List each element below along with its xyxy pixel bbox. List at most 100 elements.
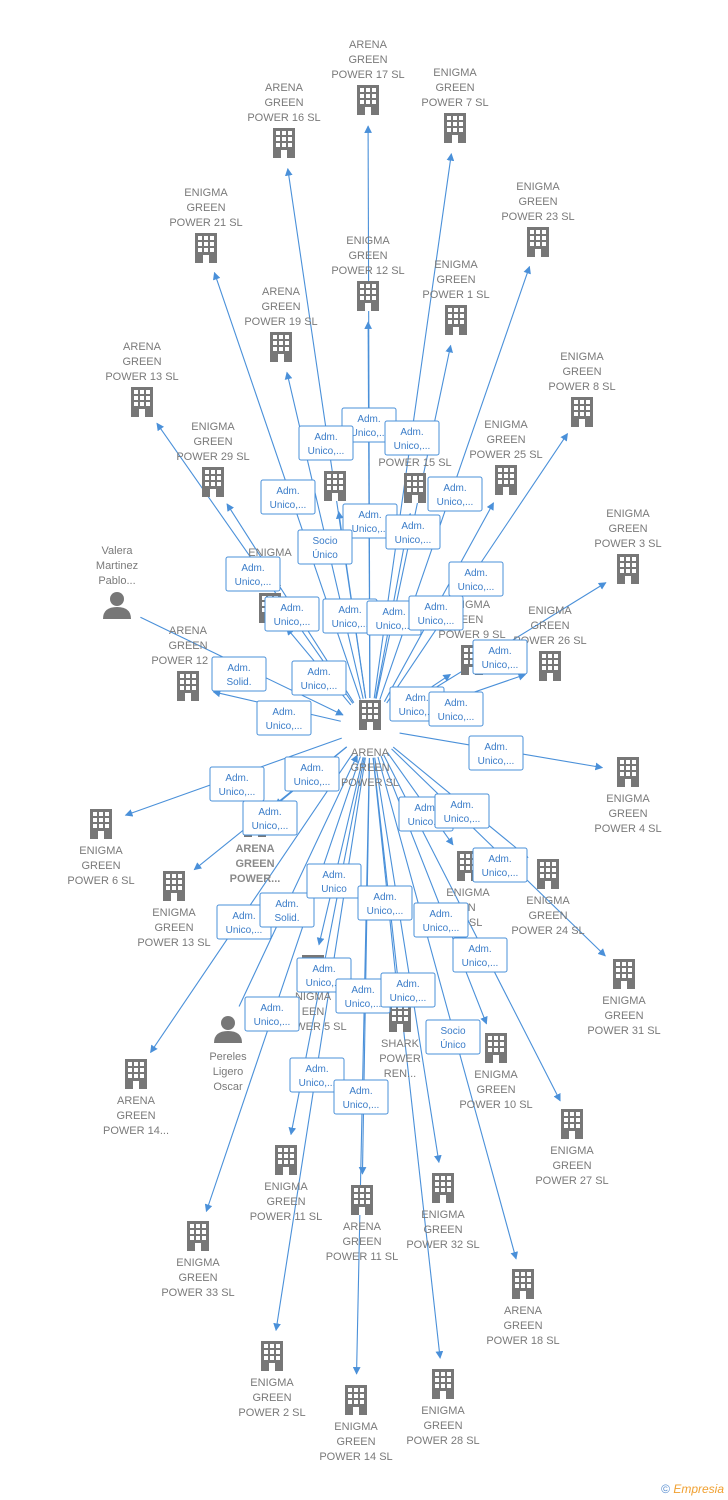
role-badge[interactable]: Adm.Unico,...	[380, 972, 436, 1008]
role-badge[interactable]: Adm.Unico,...	[333, 1079, 389, 1115]
role-badge[interactable]: Adm.Unico	[306, 863, 362, 899]
role-badge-box	[291, 660, 347, 696]
role-badge[interactable]: Adm.Unico,...	[298, 425, 354, 461]
node-label-line: POWER 23 SL	[501, 211, 574, 223]
role-badge-text: Unico,...	[332, 619, 369, 630]
role-badge-text: Adm.	[260, 1003, 283, 1014]
building-icon	[537, 859, 559, 889]
role-badge-text: Adm.	[258, 807, 281, 818]
node-p15[interactable]: POWER 15 SL	[378, 457, 452, 503]
role-badge[interactable]: Adm.Unico,...	[341, 407, 397, 443]
node-label-line: POWER 4 SL	[594, 823, 661, 835]
role-badge[interactable]: Adm.Unico,...	[225, 556, 281, 592]
node-label-line: GREEN	[193, 436, 232, 448]
role-badge[interactable]: Adm.Solid.	[259, 892, 315, 928]
role-badge[interactable]: Adm.Unico,...	[385, 514, 441, 550]
role-badge-box	[297, 529, 353, 565]
role-badge[interactable]: Adm.Unico,...	[256, 700, 312, 736]
node-label-line: POWER 16 SL	[247, 112, 320, 124]
role-badge-text: Adm.	[450, 800, 473, 811]
building-icon	[432, 1173, 454, 1203]
role-badge[interactable]: Adm.Unico,...	[291, 660, 347, 696]
role-badge-box	[264, 596, 320, 632]
role-badge[interactable]: Adm.Solid.	[211, 656, 267, 692]
node-label-line: GREEN	[154, 922, 193, 934]
role-badge[interactable]: Adm.Unico,...	[413, 902, 469, 938]
role-badge[interactable]: Adm.Unico,...	[260, 479, 316, 515]
node-shark[interactable]: SHARKPOWERREN...	[379, 1002, 421, 1080]
role-badge[interactable]: Adm.Unico,...	[322, 598, 378, 634]
building-icon	[617, 757, 639, 787]
building-icon	[177, 671, 199, 701]
role-badge[interactable]: Adm.Unico,...	[357, 885, 413, 921]
role-badge[interactable]: Adm.Unico,...	[384, 420, 440, 456]
role-badge[interactable]: Adm.Unico,...	[468, 735, 524, 771]
role-badge[interactable]: Adm.Unico,...	[428, 691, 484, 727]
role-badge[interactable]: Adm.Unico,...	[242, 800, 298, 836]
edge-a18	[377, 756, 518, 1260]
node-label-line: Ligero	[213, 1066, 244, 1078]
role-badge[interactable]: Adm.Unico,...	[472, 847, 528, 883]
node-label-line: POWER 28 SL	[406, 1435, 479, 1447]
footer-brand[interactable]: © Empresia	[661, 1482, 724, 1496]
role-badge[interactable]: Adm.Unico,...	[244, 996, 300, 1032]
node-valera[interactable]: ValeraMartinezPablo...	[96, 545, 138, 619]
node-label-line: Pereles	[209, 1051, 247, 1063]
role-badge[interactable]: Adm.Unico,...	[289, 1057, 345, 1093]
node-label-line: GREEN	[116, 1110, 155, 1122]
role-badge[interactable]: Adm.Unico,...	[452, 937, 508, 973]
building-icon	[404, 473, 426, 503]
building-icon	[131, 387, 153, 417]
role-badge[interactable]: Adm.Unico,...	[216, 904, 272, 940]
role-badge[interactable]: Adm.Unico,...	[264, 596, 320, 632]
role-badge[interactable]: Adm.Unico,...	[335, 978, 391, 1014]
building-icon	[195, 233, 217, 263]
node-agp[interactable]: ARENAGREENPOWER...	[230, 807, 281, 885]
role-badge[interactable]: Adm.Unico,...	[408, 595, 464, 631]
role-badge[interactable]: Adm.Unico,...	[284, 756, 340, 792]
role-badge[interactable]: Adm.Unico,...	[448, 561, 504, 597]
role-badge[interactable]: Adm.Unico,...	[472, 639, 528, 675]
role-badge[interactable]: Adm.Unico,...	[427, 476, 483, 512]
node-label-line: GREEN	[252, 1392, 291, 1404]
node-label-line: POWER 14 SL	[319, 1451, 392, 1463]
role-badge[interactable]: Adm.Unico,...	[209, 766, 265, 802]
role-badge[interactable]: Adm.Unico,...	[434, 793, 490, 829]
role-badge[interactable]: Adm.Unico,...	[342, 503, 398, 539]
